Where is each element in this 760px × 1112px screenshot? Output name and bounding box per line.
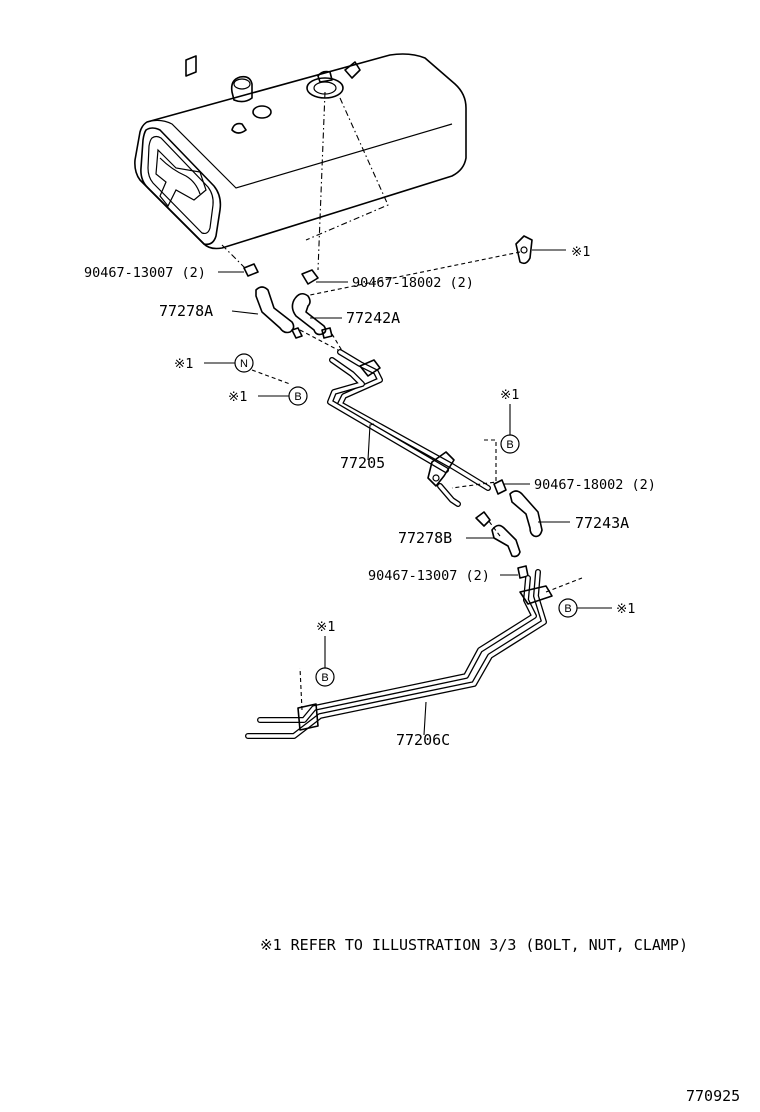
fuel-tank [134,53,467,250]
circle-marker-n: N [204,353,291,385]
label-77278b: 77278B [398,529,452,547]
ref-mark-5: ※1 [616,601,635,617]
reference-note: ※1 REFER TO ILLUSTRATION 3/3 (BOLT, NUT,… [260,936,688,954]
label-77206c: 77206C [396,731,450,749]
circle-marker-b-1: B [258,386,308,406]
pipe-77205 [327,349,491,507]
pipe-77206c [245,569,553,739]
label-90467-18002-mid: 90467-18002 (2) [534,477,656,493]
ref-mark-3: ※1 [228,389,247,405]
label-90467-18002-top: 90467-18002 (2) [352,275,474,291]
ref-mark-4: ※1 [500,387,519,403]
ref-mark-2: ※1 [174,356,193,372]
circle-marker-b-4: B [315,636,335,687]
label-77243a: 77243A [575,514,629,532]
ref-mark-6: ※1 [316,619,335,635]
svg-text:B: B [564,603,571,615]
circle-marker-b-2: B [500,404,520,454]
bracket-top-right [515,235,566,265]
label-90467-13007-top: 90467-13007 (2) [84,265,206,281]
ref-mark-1: ※1 [571,244,590,260]
label-77205: 77205 [340,454,385,472]
label-90467-13007-mid: 90467-13007 (2) [368,568,490,584]
label-77278a: 77278A [159,302,213,320]
hoses-mid [451,439,543,579]
label-77242a: 77242A [346,309,400,327]
svg-text:B: B [506,439,513,451]
svg-text:B: B [321,672,328,684]
svg-text:N: N [240,358,248,370]
hoses-upper [243,263,333,339]
svg-text:B: B [294,391,301,403]
circle-marker-b-3: B [558,598,612,618]
illustration-id: 770925 [686,1087,740,1105]
